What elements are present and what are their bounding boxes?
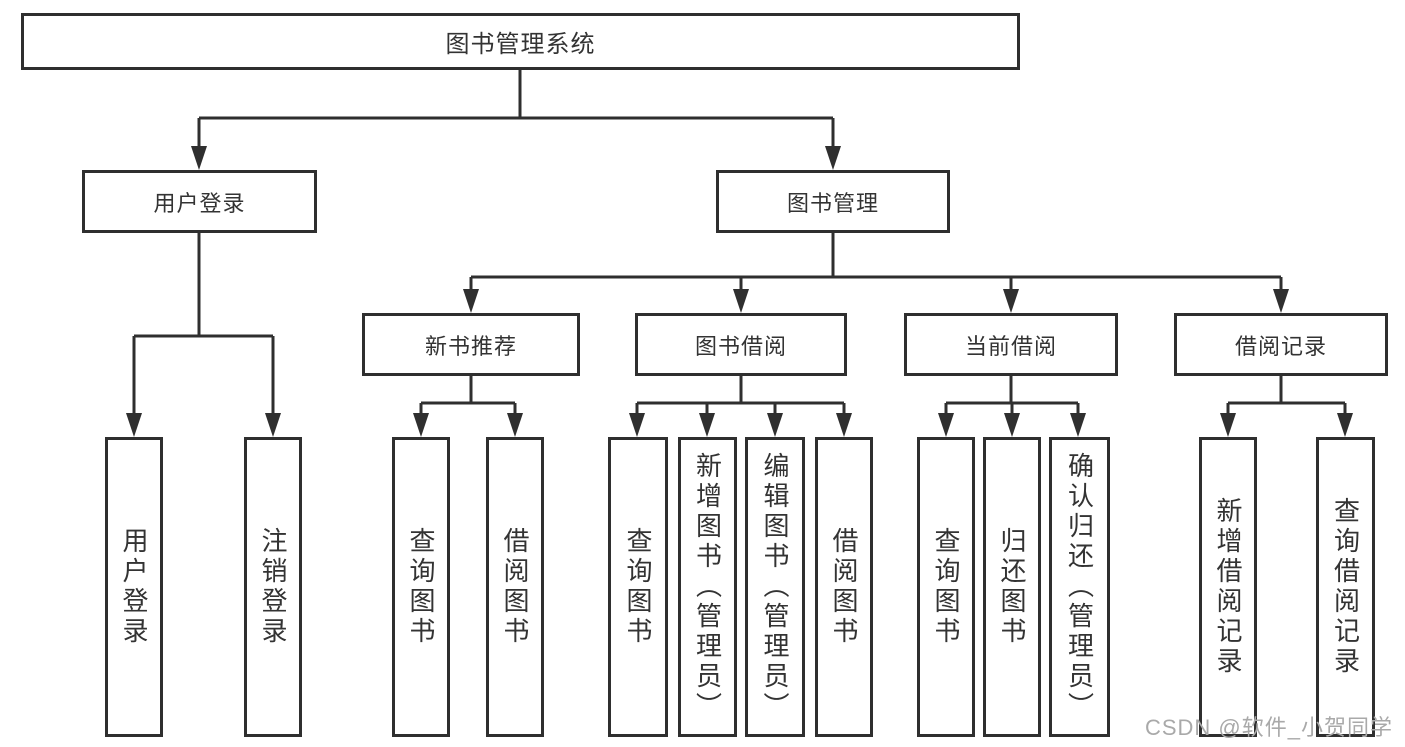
leaf-borrow-borrow-books: 借阅图书 [815, 437, 873, 737]
leaf-records-add-record: 新增借阅记录 [1199, 437, 1257, 737]
node-label: 新增图书（管理员） [692, 452, 723, 722]
connector-borrow-to-leaves [635, 376, 846, 417]
node-book-borrowing: 图书借阅 [635, 313, 847, 376]
node-user-login: 用户登录 [82, 170, 317, 233]
node-label: 图书借阅 [694, 333, 787, 359]
node-label: 新书推荐 [424, 333, 517, 359]
node-label: 查询图书 [406, 527, 436, 647]
leaf-borrow-add-books-admin: 新增图书（管理员） [678, 437, 737, 737]
node-library-system: 图书管理系统 [21, 13, 1020, 70]
node-label: 图书管理 [786, 190, 879, 216]
node-new-book-recommend: 新书推荐 [362, 313, 580, 376]
leaf-borrow-query-books: 查询图书 [608, 437, 668, 737]
node-label: 归还图书 [997, 527, 1027, 647]
connector-current-to-leaves [944, 376, 1080, 417]
node-current-borrowing: 当前借阅 [904, 313, 1118, 376]
arrow-heads [126, 146, 1353, 437]
connector-records-to-leaves [1226, 376, 1347, 417]
connector-root-to-level2 [197, 70, 835, 150]
leaf-user-login: 用户登录 [105, 437, 163, 737]
node-label: 查询图书 [623, 527, 653, 647]
node-label: 用户登录 [119, 527, 149, 647]
connector-login-to-leaves [132, 233, 275, 417]
leaf-newbook-query-books: 查询图书 [392, 437, 450, 737]
node-label: 查询图书 [931, 527, 961, 647]
node-label: 确认归还（管理员） [1064, 452, 1095, 722]
leaf-current-confirm-return-admin: 确认归还（管理员） [1049, 437, 1110, 737]
leaf-newbook-borrow-books: 借阅图书 [486, 437, 544, 737]
leaf-current-return-books: 归还图书 [983, 437, 1041, 737]
node-label: 新增借阅记录 [1213, 497, 1243, 677]
node-label: 注销登录 [258, 527, 288, 647]
node-label: 编辑图书（管理员） [760, 452, 790, 722]
connector-newbook-to-leaves [419, 376, 517, 417]
node-label: 查询借阅记录 [1330, 497, 1361, 677]
node-label: 借阅图书 [829, 527, 859, 647]
leaf-borrow-edit-books-admin: 编辑图书（管理员） [745, 437, 805, 737]
leaf-records-query-record: 查询借阅记录 [1316, 437, 1375, 737]
node-label: 用户登录 [153, 190, 246, 216]
node-label: 图书管理系统 [445, 31, 596, 58]
node-label: 借阅记录 [1234, 333, 1327, 359]
node-book-management: 图书管理 [716, 170, 950, 233]
connector-mgmt-to-level3 [469, 233, 1283, 293]
node-label: 当前借阅 [964, 333, 1057, 359]
watermark: CSDN @软件_小贺同学 [1144, 715, 1393, 740]
leaf-current-query-books: 查询图书 [917, 437, 975, 737]
node-label: 借阅图书 [500, 527, 530, 647]
leaf-logout: 注销登录 [244, 437, 302, 737]
node-borrowing-records: 借阅记录 [1174, 313, 1388, 376]
